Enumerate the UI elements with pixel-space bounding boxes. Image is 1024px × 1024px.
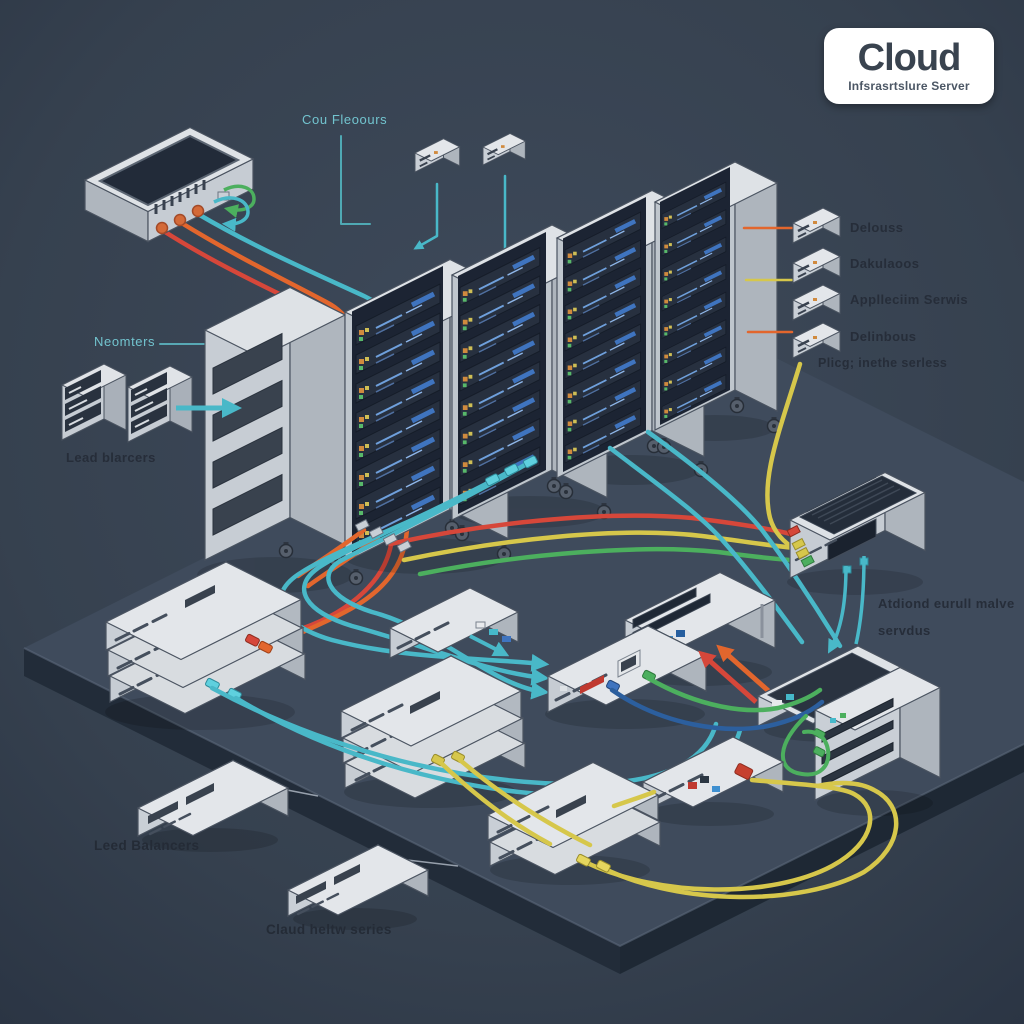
label-load-balancers-bottom: Leed Balancers [94,838,200,853]
port-icon [155,221,169,235]
load-balancer-server-1 [136,759,290,837]
flat-server-stack-center [339,655,527,799]
label-cloud-native-series: Claud heltw series [266,922,392,937]
label-cloud-resources: Cou Fleoours [302,112,388,127]
legend-item-label: Dakulaoos [850,256,920,271]
appliance-screen [97,134,241,207]
blue-cable [609,687,825,732]
flat-server-stack-left [104,561,307,715]
yellow-cables [437,757,899,900]
legend-item-label: Delouss [850,220,904,235]
legend-footer: Plicg; inethe serless [818,356,948,370]
label-additional-servers-line1: Atdiond eurull malve [878,596,1015,611]
yellow-connector [576,853,591,867]
led-server-rack-4 [653,161,782,455]
cloud-native-server [286,844,430,917]
label-rack-callout: Neomters [94,334,156,349]
title-badge: Cloud Infsrasrtslure Server [824,28,994,104]
label-additional-servers: Atdiond eurull malve servdus [878,590,1015,644]
compact-appliance [641,736,785,813]
hub-switch [546,625,708,713]
network-switch-appliance [83,126,256,243]
teal-drop-cable [827,565,848,654]
green-curl-cable [781,714,831,777]
mesh-top-server [786,471,927,579]
badge-title: Cloud [857,37,962,79]
server-screen [827,518,877,562]
platform [23,315,1024,974]
legend-item-label: Applleciim Serwis [850,292,969,307]
red-connector [734,763,754,780]
nas-tower [812,666,942,801]
legend-connectors [742,226,794,334]
desktop-server [623,571,777,669]
flow-arrow-orange [716,644,774,696]
teal-drop-cable [854,555,866,645]
yellow-connector [596,859,611,873]
label-load-balancers-top: Lead blarcers [66,450,156,465]
badge-subtitle: Infsrasrtslure Server [848,79,970,93]
legend-item-label: Delinbous [850,329,917,344]
flow-arrow-red [698,650,758,704]
switch-box [388,587,520,659]
port-icon [173,213,187,227]
label-additional-servers-line2: servdus [878,623,931,638]
platform-cables [278,361,843,700]
server-rack-closed [203,286,347,588]
green-cable [645,675,823,713]
port-icon [191,204,205,218]
